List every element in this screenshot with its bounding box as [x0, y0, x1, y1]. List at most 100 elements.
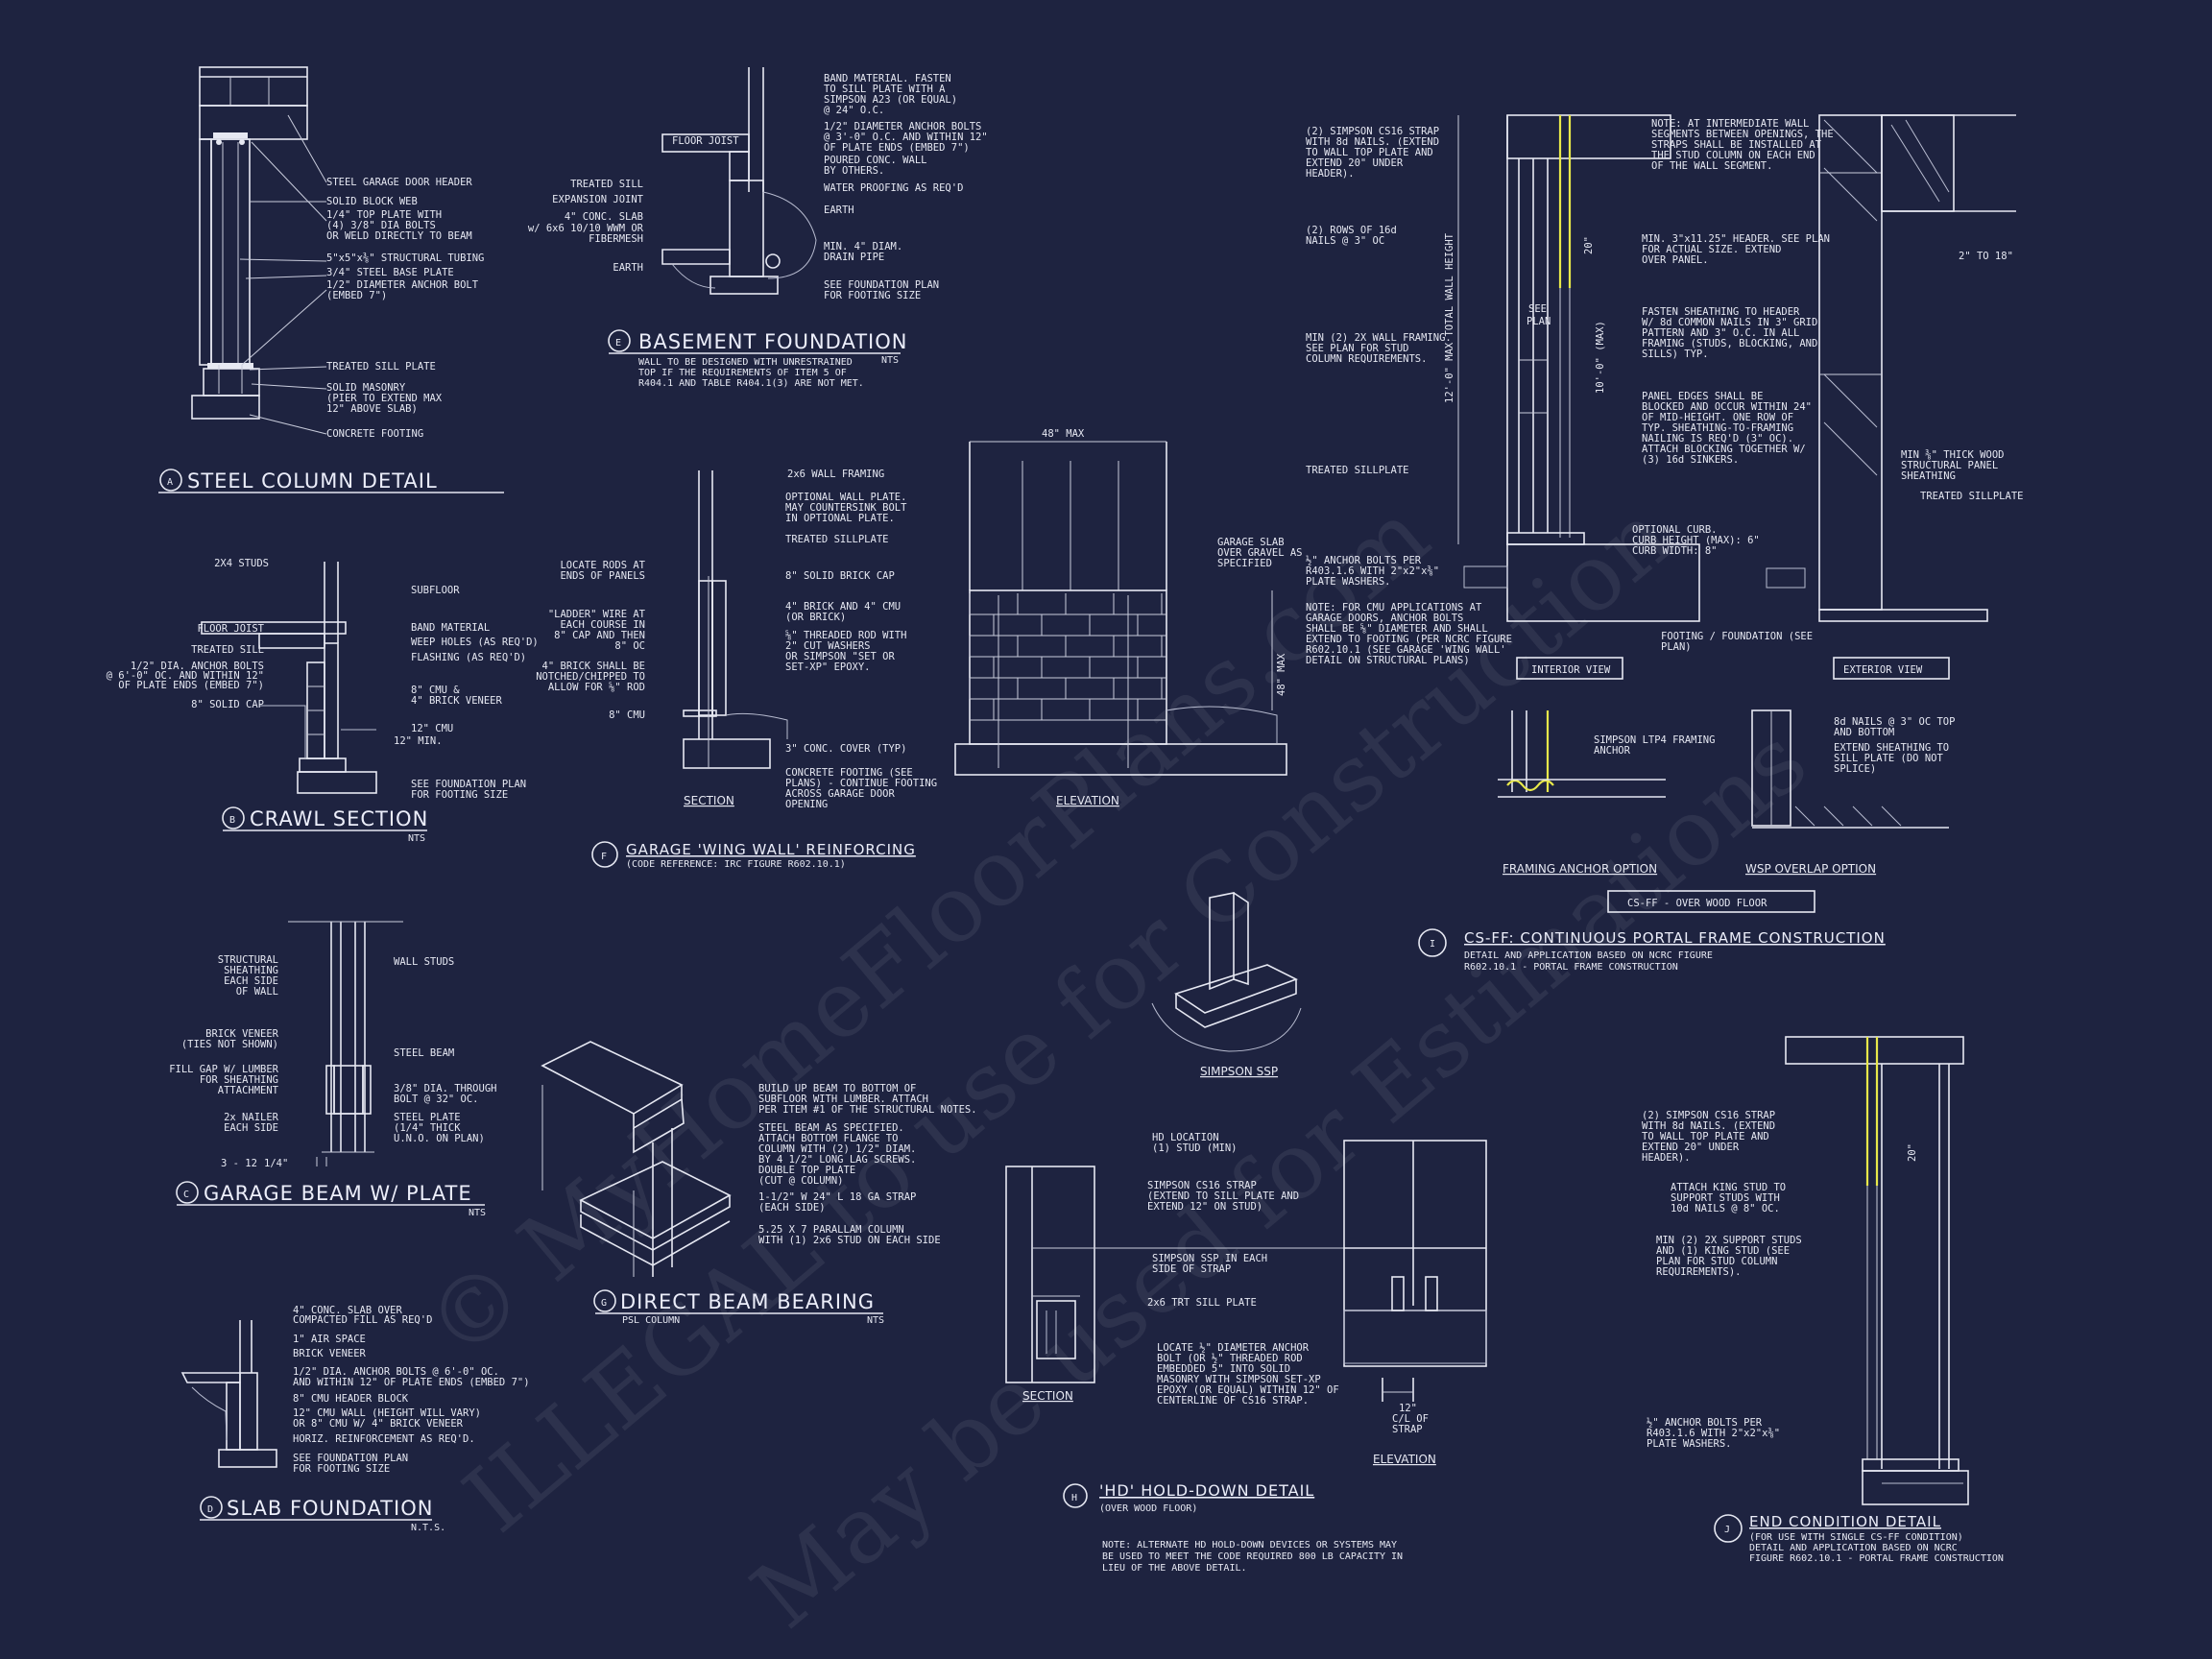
f-label-17: ⅝" THREADED ROD WITH: [785, 630, 906, 641]
g-label-5: COLUMN WITH (2) 1/2" DIAM.: [758, 1143, 916, 1155]
i-label-19: DETAIL ON STRUCTURAL PLANS): [1306, 655, 1470, 666]
b-label-1: SUBFLOOR: [411, 585, 460, 596]
detail-f-elevation-caption: ELEVATION: [1056, 794, 1119, 807]
j-label-10: PLAN FOR STUD COLUMN: [1656, 1256, 1777, 1267]
f-label-4: LOCATE RODS AT: [560, 560, 645, 571]
i-label-54: SILL PLATE (DO NOT: [1834, 753, 1943, 764]
i-label-32: SILLS) TYP.: [1642, 349, 1709, 360]
d-label-9: HORIZ. REINFORCEMENT AS REQ'D.: [293, 1433, 475, 1445]
i-label-5: (2) ROWS OF 16d: [1306, 225, 1397, 236]
e-label-9: POURED CONC. WALL: [824, 155, 926, 166]
a-label-8: (EMBED 7"): [326, 290, 387, 301]
e-label-1: TO SILL PLATE WITH A: [824, 84, 946, 95]
b-label-5: WEEP HOLES (AS REQ'D): [411, 637, 539, 648]
i-label-8: SEE PLAN FOR STUD: [1306, 343, 1408, 354]
e-label-6: @ 3'-0" O.C. AND WITHIN 12": [824, 132, 988, 143]
simpson-ssp-isometric: SIMPSON SSP: [1151, 892, 1302, 1078]
f-label-22: 3" CONC. COVER (TYP): [785, 743, 906, 755]
detail-f-wing-wall: 48" MAX 48" MAX 2x6 WALL FRAMINGOPTIONAL…: [536, 428, 1302, 870]
i-label-6: NAILS @ 3" OC: [1306, 235, 1384, 247]
g-label-6: BY 4 1/2" LONG LAG SCREWS.: [758, 1154, 916, 1166]
j-label-2: TO WALL TOP PLATE AND: [1642, 1131, 1769, 1142]
i-label-34: BLOCKED AND OCCUR WITHIN 24": [1642, 401, 1812, 413]
g-label-12: WITH (1) 2x6 STUD ON EACH SIDE: [758, 1235, 941, 1246]
c-label-6: (TIES NOT SHOWN): [181, 1039, 278, 1050]
c-label-18: 3 - 12: [221, 1158, 257, 1169]
detail-g-nts: NTS: [867, 1315, 884, 1326]
e-caption-label-1: TOP IF THE REQUIREMENTS OF ITEM 5 OF: [638, 368, 847, 378]
i-label-0: (2) SIMPSON CS16 STRAP: [1306, 126, 1439, 137]
i-label-26: FOR ACTUAL SIZE. EXTEND: [1642, 244, 1781, 255]
e-label-4: FLOOR JOIST: [672, 135, 739, 147]
detail-e-nts: NTS: [881, 355, 899, 366]
detail-j-title: END CONDITION DETAIL: [1749, 1513, 1941, 1530]
i-label-49: SIMPSON LTP4 FRAMING: [1594, 734, 1715, 746]
h-label-2: SIMPSON CS16 STRAP: [1147, 1180, 1257, 1191]
e-caption-label-2: R404.1 AND TABLE R404.1(3) ARE NOT MET.: [638, 378, 864, 389]
d-label-11: FOR FOOTING SIZE: [293, 1463, 390, 1475]
detail-d-nts: N.T.S.: [411, 1523, 445, 1533]
f-label-27: GARAGE SLAB: [1217, 537, 1285, 548]
j-label-13: R403.1.6 WITH 2"x2"x⅜": [1647, 1428, 1780, 1439]
b-label-11: 8" SOLID CAP: [191, 699, 264, 710]
detail-g-title: DIRECT BEAM BEARING: [620, 1290, 875, 1313]
d-label-3: BRICK VENEER: [293, 1348, 367, 1359]
f-label-5: ENDS OF PANELS: [560, 570, 645, 582]
detail-f-section-caption: SECTION: [684, 794, 734, 807]
detail-c-nts: NTS: [469, 1208, 486, 1218]
h-label-15: C/L OF: [1392, 1413, 1429, 1425]
h-note-label-1: BE USED TO MEET THE CODE REQUIRED 800 LB…: [1102, 1551, 1403, 1562]
detail-j-dim: 20": [1907, 1143, 1918, 1162]
f-label-16: ALLOW FOR ⅝" ROD: [548, 682, 645, 693]
g-label-0: BUILD UP BEAM TO BOTTOM OF: [758, 1083, 916, 1094]
detail-b-title: CRAWL SECTION: [250, 807, 428, 830]
i-label-53: EXTEND SHEATHING TO: [1834, 742, 1949, 754]
detail-f-dim-side: 48" MAX: [1276, 653, 1287, 696]
e-label-7: OF PLATE ENDS (EMBED 7"): [824, 142, 970, 154]
detail-i-framing-anchor-caption: FRAMING ANCHOR OPTION: [1503, 862, 1657, 876]
b-label-13: 12" CMU: [411, 723, 453, 734]
h-label-14: 12": [1399, 1403, 1417, 1414]
f-label-24: PLANS) - CONTINUE FOOTING: [785, 778, 937, 789]
f-label-10: 8" CAP AND THEN: [554, 630, 645, 641]
h-label-5: SIMPSON SSP IN EACH: [1152, 1253, 1267, 1264]
h-label-9: BOLT (OR ½" THREADED ROD: [1157, 1353, 1303, 1364]
h-label-16: STRAP: [1392, 1424, 1423, 1435]
detail-a-title: STEEL COLUMN DETAIL: [187, 469, 438, 493]
detail-a-letter: A: [167, 477, 173, 488]
i-label-31: FRAMING (STUDS, BLOCKING, AND: [1642, 338, 1817, 349]
f-label-8: "LADDER" WIRE AT: [548, 609, 646, 620]
d-label-7: 12" CMU WALL (HEIGHT WILL VARY): [293, 1407, 481, 1419]
i-label-25: MIN. 3"x11.25" HEADER. SEE PLAN: [1642, 233, 1830, 245]
g-label-11: 5.25 X 7 PARALLAM COLUMN: [758, 1224, 904, 1236]
i-label-40: MIN ⅜" THICK WOOD: [1901, 449, 2004, 461]
simpson-ssp-caption: SIMPSON SSP: [1200, 1065, 1278, 1078]
g-label-1: SUBFLOOR WITH LUMBER. ATTACH: [758, 1094, 928, 1105]
i-label-4: HEADER).: [1306, 168, 1355, 180]
g-label-4: ATTACH BOTTOM FLANGE TO: [758, 1133, 898, 1144]
h-label-4: EXTEND 12" ON STUD): [1147, 1201, 1262, 1213]
f-label-18: 2" CUT WASHERS: [785, 640, 871, 652]
e-label-21: FOR FOOTING SIZE: [824, 290, 921, 301]
j-label-4: HEADER).: [1642, 1152, 1691, 1164]
detail-i-interior-caption: INTERIOR VIEW: [1531, 664, 1611, 676]
g-label-3: STEEL BEAM AS SPECIFIED.: [758, 1122, 904, 1134]
i-label-41: STRUCTURAL PANEL: [1901, 460, 1998, 471]
i-label-28: FASTEN SHEATHING TO HEADER: [1642, 306, 1800, 318]
j-label-3: EXTEND 20" UNDER: [1642, 1142, 1740, 1153]
a-label-6: 3/4" STEEL BASE PLATE: [326, 267, 454, 278]
detail-h-letter: H: [1071, 1493, 1077, 1503]
e-label-14: w/ 6x6 10/10 WWM OR: [528, 223, 644, 234]
e-label-15: FIBERMESH: [589, 233, 643, 245]
f-label-9: EACH COURSE IN: [560, 619, 645, 631]
i-label-27: OVER PANEL.: [1642, 254, 1709, 266]
d-label-6: 8" CMU HEADER BLOCK: [293, 1393, 409, 1405]
c-label-5: BRICK VENEER: [205, 1028, 279, 1040]
detail-i-exterior-caption: EXTERIOR VIEW: [1843, 664, 1923, 676]
i-label-20: NOTE: AT INTERMEDIATE WALL: [1651, 118, 1809, 130]
c-label-2: EACH SIDE: [224, 975, 278, 987]
j-label-1: WITH 8d NAILS. (EXTEND: [1642, 1120, 1775, 1132]
i-label-43: TREATED SILLPLATE: [1920, 491, 2023, 502]
